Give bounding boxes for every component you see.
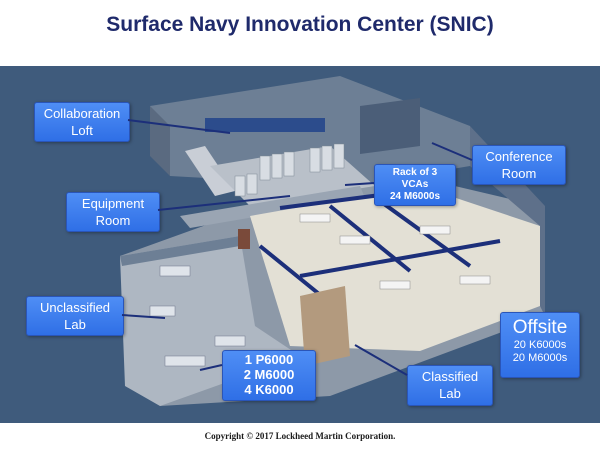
door [238,229,250,249]
callout-text-line: Lab [439,386,461,401]
workstations [299,213,491,290]
page-title: Surface Navy Innovation Center (SNIC) [106,13,494,36]
floorplan-illustration [0,66,600,423]
callout-text-line: 1 P6000 [244,352,294,367]
footer: Copyright © 2017 Lockheed Martin Corpora… [0,423,600,451]
copyright-text: Copyright © 2017 Lockheed Martin Corpora… [204,431,396,441]
callout-classified-lab: Classified Lab [407,365,493,406]
header: Surface Navy Innovation Center (SNIC) [0,0,600,66]
callout-text-line: Room [501,166,537,181]
callout-text-line: 20 M6000s [512,352,568,364]
callout-rack: Rack of 3 VCAs 24 M6000s [374,164,456,206]
callout-text-line: Unclassified [39,300,111,315]
callout-text-line: 24 M6000s [389,191,441,202]
callout-text-line: VCAs [401,179,429,190]
loft-room [360,98,420,154]
callout-text-line: 2 M6000 [243,367,295,382]
callout-gpu-list: 1 P6000 2 M6000 4 K6000 [222,350,316,401]
callout-text-line: Room [95,213,131,228]
callout-text-line: Collaboration [43,106,121,121]
callout-text-line: Loft [71,123,93,138]
callout-text-line: Lab [64,317,86,332]
offsite-title: Offsite [512,317,568,338]
callout-offsite: Offsite 20 K6000s 20 M6000s [500,312,580,378]
callout-text-line: Equipment [81,196,145,211]
callout-text-line: 4 K6000 [244,382,294,397]
callout-conference-room: Conference Room [472,145,566,185]
stairs [185,146,235,196]
classified-wall [300,286,350,366]
floorplan-drawing [120,76,545,406]
callout-text-line: Rack of 3 [392,167,438,178]
callout-equipment-room: Equipment Room [66,192,160,232]
callout-unclassified-lab: Unclassified Lab [26,296,124,336]
callout-text-line: Classified [421,369,479,384]
callout-text-line: 20 K6000s [513,339,567,351]
callout-collaboration-loft: Collaboration Loft [34,102,130,142]
callout-text-line: Conference [485,149,553,164]
loft-window [205,118,325,132]
server-racks [234,143,345,197]
